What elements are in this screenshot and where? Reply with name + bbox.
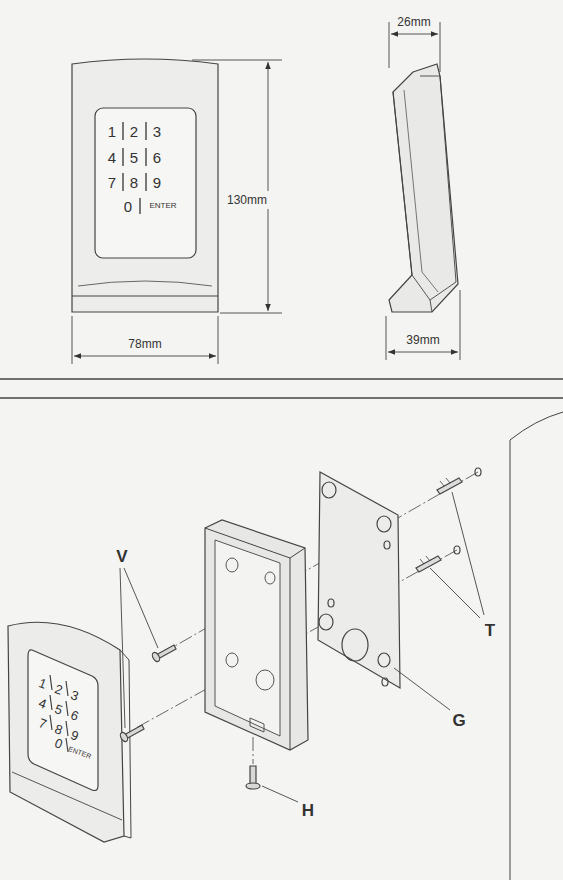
- keypad-window: [95, 108, 196, 258]
- key-label: 3: [69, 688, 80, 703]
- key-label: 3: [153, 124, 161, 139]
- callout-letter: T: [485, 622, 495, 639]
- keypad-bottom-band: [72, 295, 218, 296]
- key-label: 6: [153, 150, 161, 165]
- wall-anchor: [416, 478, 462, 572]
- dimension-label: 130mm: [225, 191, 269, 209]
- key-label: ENTER: [68, 745, 93, 760]
- back-box: [205, 520, 308, 750]
- dimension-26: [389, 22, 440, 72]
- back-box-rim: [205, 528, 305, 750]
- keypad-front-window: [28, 650, 98, 791]
- key-separator: [50, 675, 68, 752]
- back-box-post: [226, 558, 275, 732]
- keypad-front-outline: [72, 59, 218, 312]
- keypad-side-outline: [389, 64, 458, 312]
- key-label: 5: [130, 150, 138, 165]
- key-separator: [123, 122, 146, 214]
- side-edge: [393, 72, 456, 312]
- key-label: 9: [153, 175, 161, 190]
- keypad-front-piece: [8, 622, 124, 842]
- key-label: 1: [108, 124, 116, 139]
- key-label: 8: [130, 175, 138, 190]
- key-label: 8: [53, 722, 64, 737]
- screw: [119, 645, 260, 789]
- callout-letter: H: [302, 802, 314, 819]
- key-label: 2: [53, 682, 64, 697]
- section-rule: [0, 397, 563, 399]
- keypad-front-depth: [120, 650, 131, 838]
- key-label: 2: [130, 124, 138, 139]
- dimension-label: 26mm: [397, 16, 430, 28]
- section-rule: [0, 378, 563, 380]
- callout-letter: G: [452, 712, 465, 729]
- leader-line: [120, 492, 484, 802]
- key-label: 4: [37, 696, 48, 711]
- key-label: 5: [53, 702, 64, 717]
- key-label: 7: [37, 716, 48, 731]
- key-label: 0: [53, 736, 64, 751]
- dimension-130: [192, 60, 282, 313]
- key-label: 6: [69, 708, 80, 723]
- wall: [510, 412, 563, 880]
- dimension-label: 39mm: [406, 334, 439, 346]
- gasket-plate: [318, 472, 400, 688]
- key-label: 4: [108, 150, 116, 165]
- gasket-hole: [319, 482, 391, 686]
- dimension-39: [386, 290, 460, 360]
- axis-line: [136, 472, 478, 764]
- back-box-inner: [215, 540, 280, 736]
- key-label: ENTER: [149, 202, 176, 210]
- key-label: 9: [69, 728, 80, 743]
- keypad-band-curve: [78, 281, 212, 286]
- key-label: 1: [37, 676, 48, 691]
- key-label: 7: [108, 175, 116, 190]
- key-label: 0: [124, 199, 132, 214]
- keypad-front-band: [12, 772, 122, 820]
- dimension-label: 78mm: [128, 338, 161, 350]
- dimension-78: [72, 316, 218, 364]
- side-inner-line: [404, 90, 438, 292]
- callout-letter: V: [116, 548, 127, 565]
